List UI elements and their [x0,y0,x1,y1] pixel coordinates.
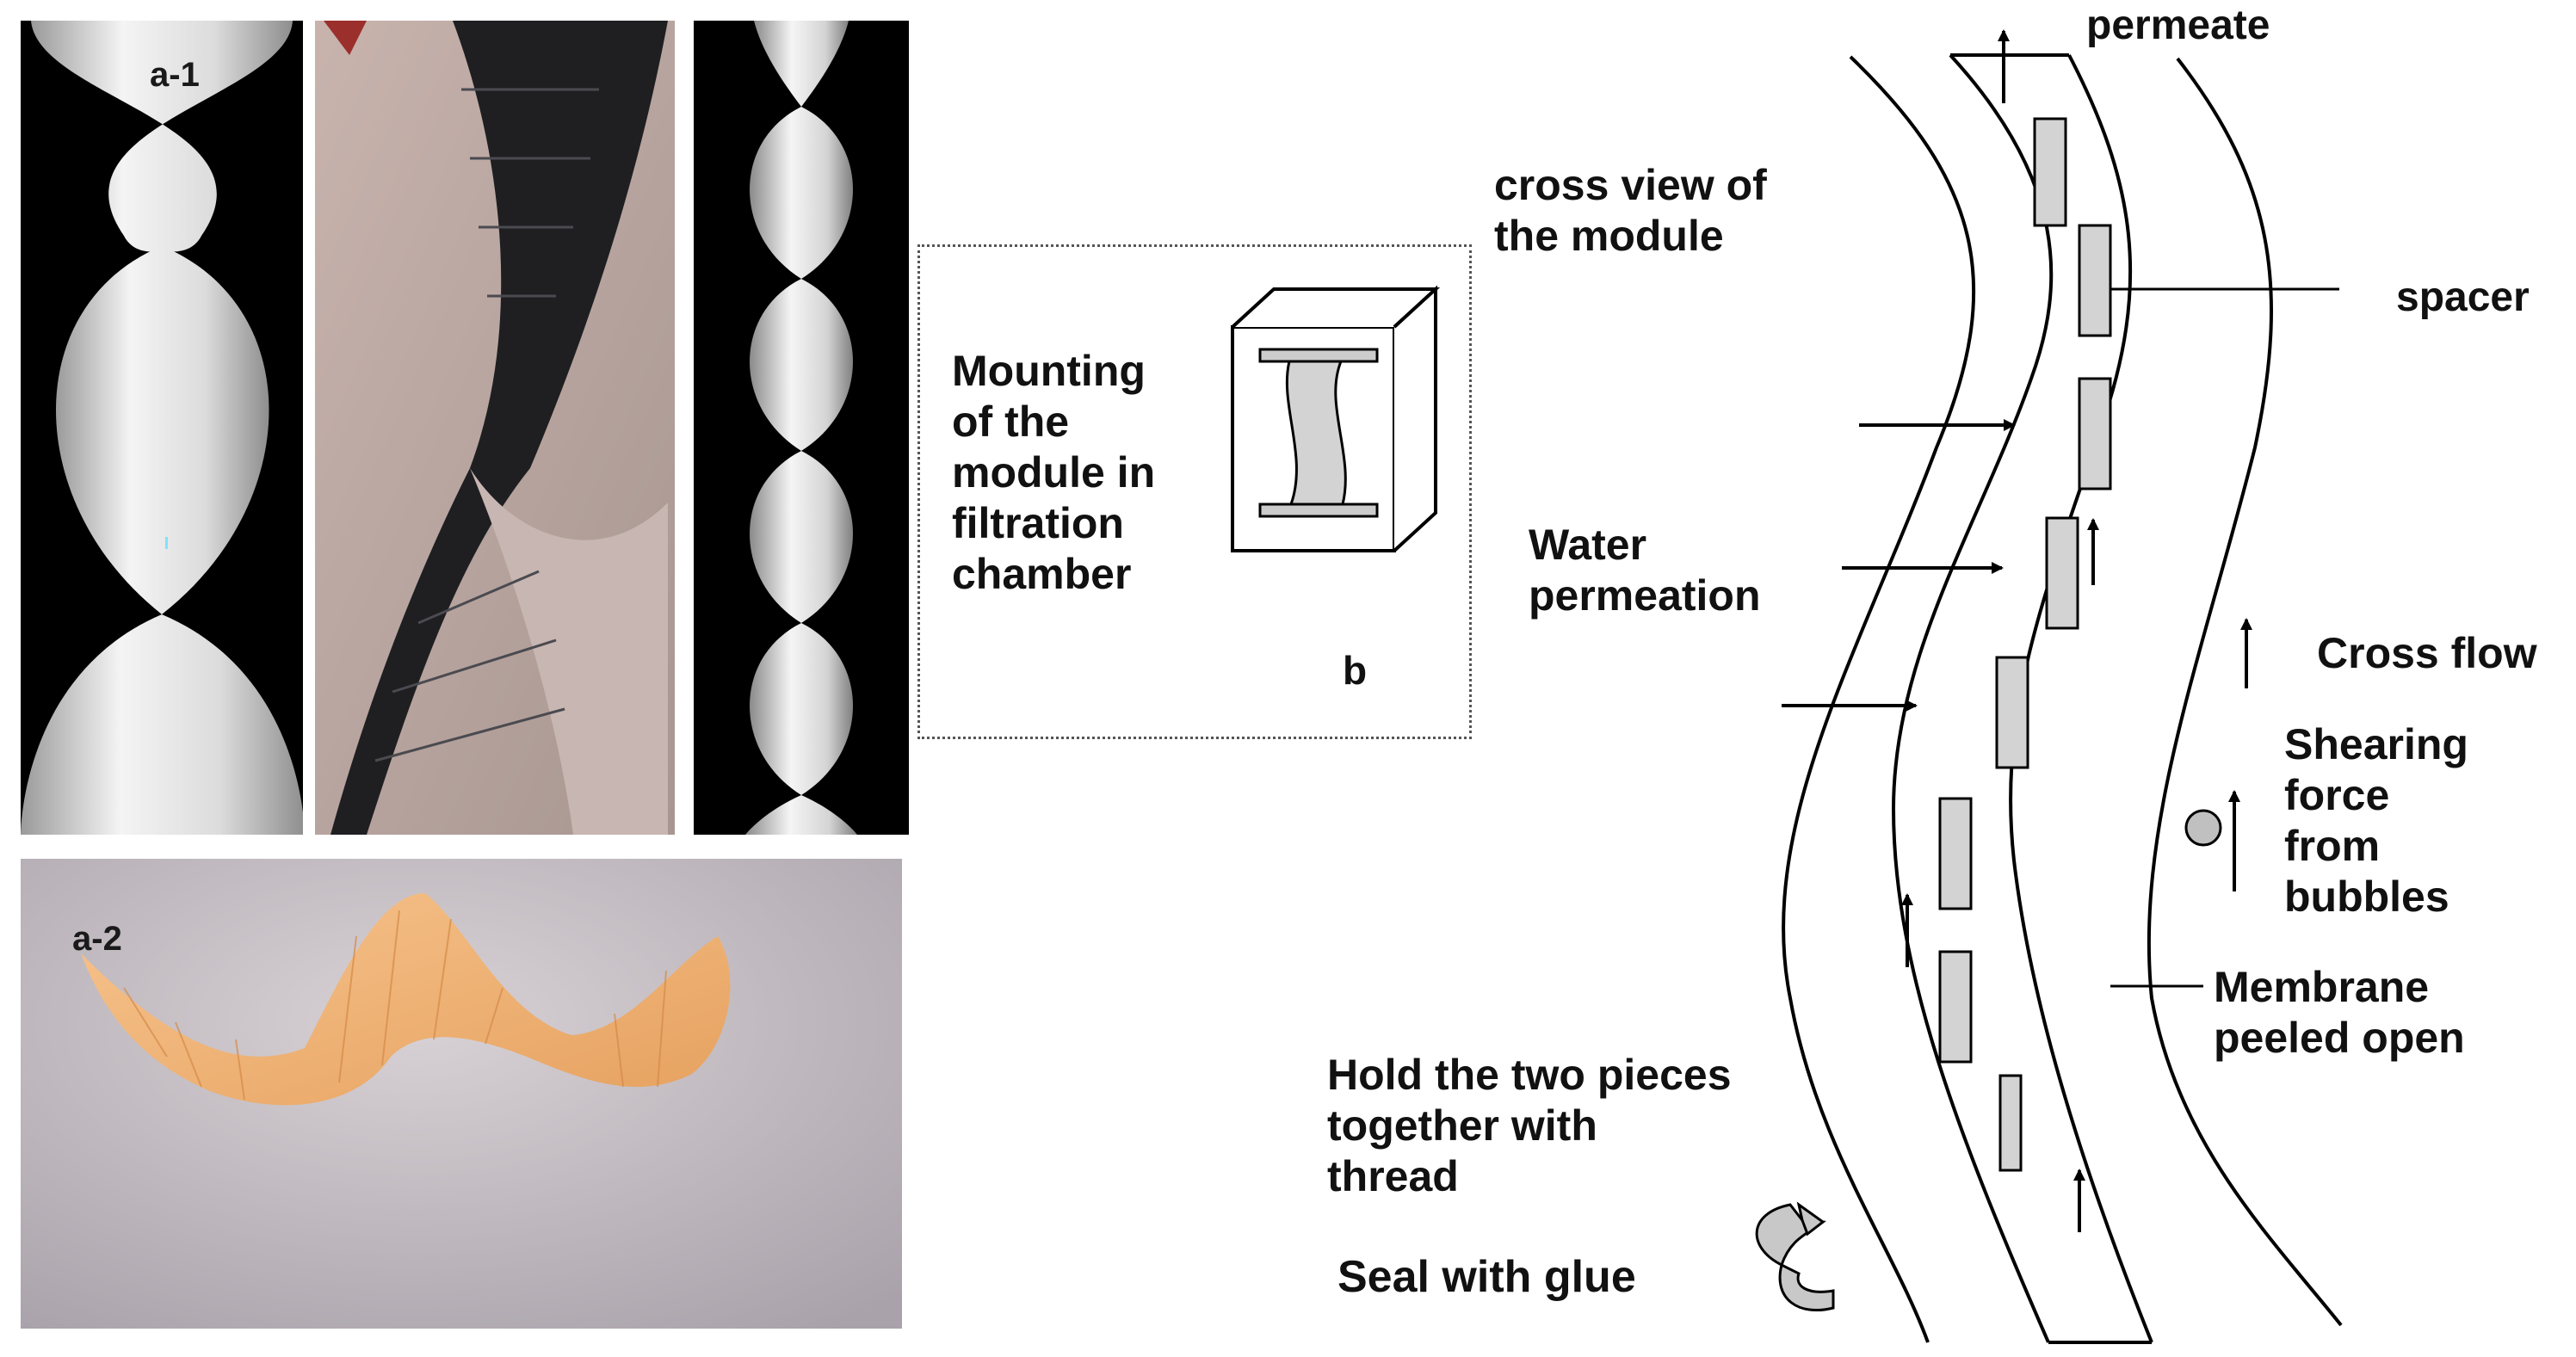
spacer-block [2078,224,2112,337]
cross-flow-label: Cross flow [2317,629,2537,677]
shearing-force-label: Shearing force from bubbles [2284,720,2468,921]
spacer-block [1938,950,1973,1064]
panel-b-label: b [1343,648,1368,693]
filtration-chamber-drawing [1231,285,1441,552]
panel-a1-label: a-1 [150,56,200,94]
bubble-icon [2184,809,2222,847]
cross-view-label: cross view of the module [1494,161,1767,260]
helix-photo-middle [315,21,675,835]
spacer-block [2045,516,2079,630]
mounting-caption: Mounting of the module in filtration cha… [952,347,1156,598]
membrane-label: Membrane peeled open [2214,963,2465,1062]
module-mounting-box [917,244,1472,739]
helix-photo-flat: a-2 [21,859,902,1329]
spacer-block [2033,117,2067,227]
outer-left-curve [1782,55,1976,1343]
permeate-label: permeate [2086,3,2270,48]
membrane-left-wall [1891,53,2054,1343]
hold-thread-label: Hold the two pieces together with thread [1327,1051,1732,1200]
panel-a2-label: a-2 [72,920,122,958]
rotate-arrow-icon [1755,1201,1835,1312]
spacer-block [2078,377,2112,490]
water-permeation-label: Water permeation [1529,521,1761,620]
helix-render-right [694,21,909,835]
helix-render-left: a-1 [21,21,303,835]
spacer-block [1938,797,1973,910]
seal-glue-label: Seal with glue [1337,1252,1636,1302]
outer-right-curve [2147,57,2343,1327]
spacer-block [1995,656,2029,769]
spacer-label: spacer [2396,274,2530,320]
spacer-block [1998,1074,2023,1172]
